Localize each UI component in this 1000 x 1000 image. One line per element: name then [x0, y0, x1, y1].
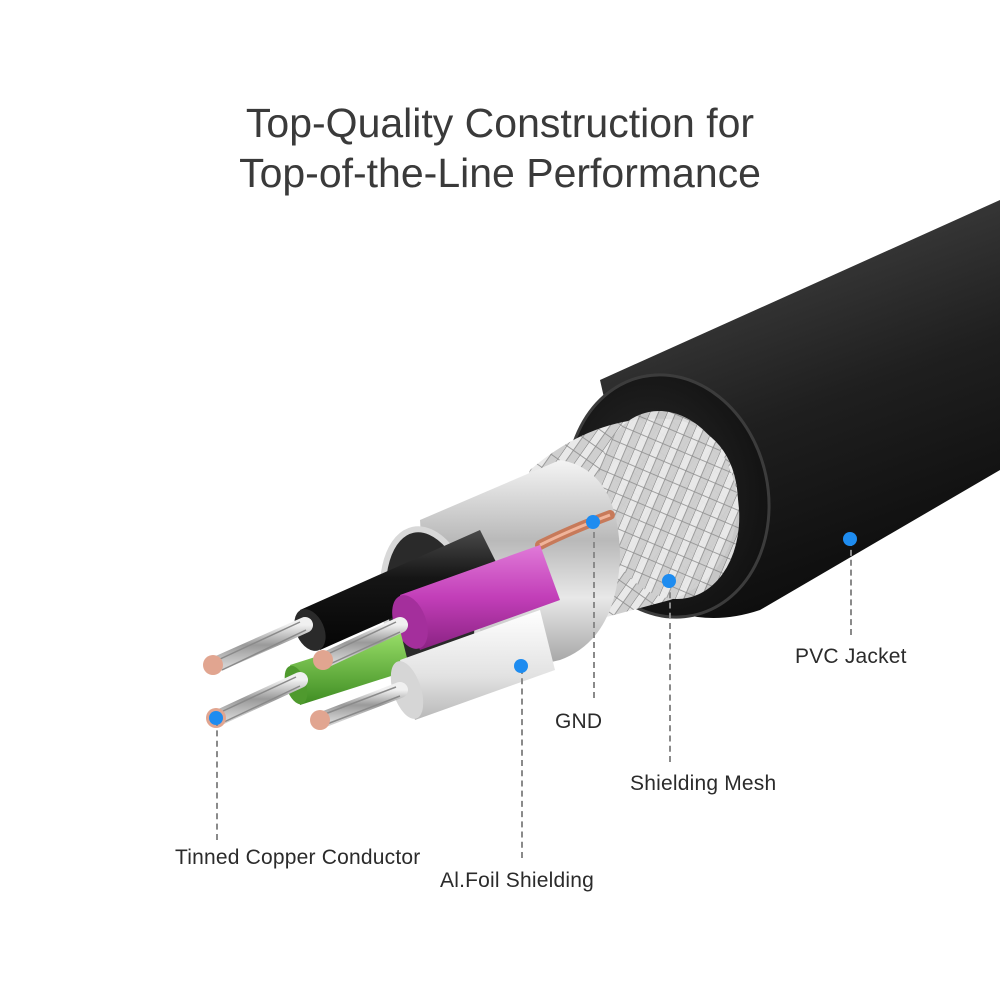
white-core — [400, 610, 555, 720]
conductor-strands-4 — [310, 682, 408, 730]
label-al-foil-shielding: Al.Foil Shielding — [440, 869, 594, 892]
label-gnd: GND — [555, 710, 603, 733]
callout-dot-gnd — [586, 515, 600, 529]
callout-dot-pvc-jacket — [843, 532, 857, 546]
callout-dot-shielding-mesh — [662, 574, 676, 588]
leader-tinned-copper — [216, 720, 218, 840]
page-title: Top-Quality Construction for Top-of-the-… — [0, 98, 1000, 198]
black-core — [300, 530, 500, 650]
label-tinned-copper-conductor: Tinned Copper Conductor — [175, 846, 421, 869]
green-core — [290, 630, 410, 705]
label-pvc-jacket: PVC Jacket — [795, 645, 907, 668]
label-shielding-mesh: Shielding Mesh — [630, 772, 777, 795]
leader-al-foil — [521, 668, 523, 858]
leader-pvc-jacket — [850, 540, 852, 635]
title-line-2: Top-of-the-Line Performance — [239, 150, 761, 196]
conductor-strands-1 — [203, 617, 313, 675]
callout-dot-al-foil — [514, 659, 528, 673]
magenta-core — [400, 545, 560, 650]
leader-shielding-mesh — [669, 582, 671, 762]
title-line-1: Top-Quality Construction for — [245, 100, 755, 146]
conductor-strands-3 — [313, 617, 408, 670]
leader-gnd — [593, 522, 595, 698]
callout-dot-tinned-copper — [209, 711, 223, 725]
